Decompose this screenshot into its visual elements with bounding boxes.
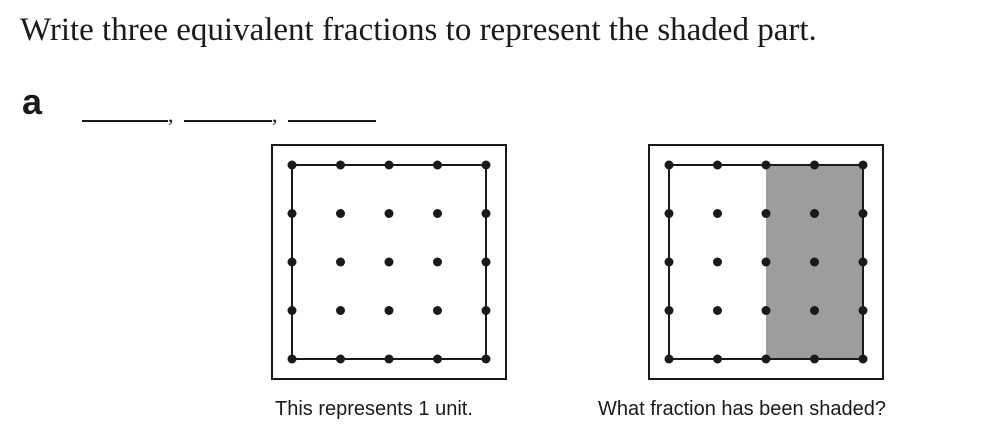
peg-dot (664, 160, 674, 170)
peg-dot (664, 209, 674, 218)
peg-dot (810, 257, 819, 267)
peg-dot (287, 160, 297, 170)
peg-dot (858, 354, 868, 364)
peg-dot (336, 160, 345, 170)
answer-blank-1[interactable] (82, 120, 168, 122)
peg-dot (481, 354, 491, 364)
peg-dot (713, 209, 722, 218)
peg-dot (713, 306, 722, 315)
peg-dot (713, 354, 722, 364)
peg-dot (481, 160, 491, 170)
peg-dot (761, 209, 771, 218)
peg-dot (384, 257, 394, 267)
geoboard-shaded (648, 144, 884, 380)
peg-dot (336, 257, 345, 267)
peg-dot (810, 354, 819, 364)
peg-dot (287, 209, 297, 218)
peg-dot (287, 354, 297, 364)
part-label: a (22, 81, 43, 122)
peg-dot (433, 306, 442, 315)
peg-dot (433, 257, 442, 267)
peg-dot (858, 257, 868, 267)
geoboard-whole-unit (271, 144, 507, 380)
peg-dot (858, 306, 868, 315)
peg-dot (481, 209, 491, 218)
peg-dot (810, 209, 819, 218)
peg-dot (336, 354, 345, 364)
peg-dot (481, 306, 491, 315)
answer-blank-2[interactable] (184, 120, 272, 122)
answer-comma-2: , (272, 102, 278, 127)
answer-blank-3[interactable] (288, 120, 376, 122)
peg-dot (336, 306, 345, 315)
peg-dot (858, 209, 868, 218)
caption-whole-unit: This represents 1 unit. (275, 398, 473, 420)
peg-dot (384, 160, 394, 170)
peg-dot (664, 257, 674, 267)
answer-comma-1: , (168, 102, 174, 127)
geoboard-frame (648, 144, 884, 380)
caption-shaded: What fraction has been shaded? (598, 398, 886, 420)
peg-dot (287, 306, 297, 315)
peg-dot (761, 160, 771, 170)
instruction-text: Write three equivalent fractions to repr… (20, 12, 817, 48)
peg-dot (761, 257, 771, 267)
peg-dot (433, 160, 442, 170)
peg-dot (810, 160, 819, 170)
peg-dot (810, 306, 819, 315)
peg-dot (713, 160, 722, 170)
peg-dot (384, 209, 394, 218)
peg-dot (664, 354, 674, 364)
geoboard-frame (271, 144, 507, 380)
peg-dot (761, 354, 771, 364)
peg-dot (858, 160, 868, 170)
peg-dot (336, 209, 345, 218)
peg-dot (481, 257, 491, 267)
peg-dot (664, 306, 674, 315)
peg-dot (384, 354, 394, 364)
peg-dot (433, 209, 442, 218)
peg-dot (761, 306, 771, 315)
peg-dot (287, 257, 297, 267)
peg-dot (433, 354, 442, 364)
peg-dot (713, 257, 722, 267)
peg-dot (384, 306, 394, 315)
